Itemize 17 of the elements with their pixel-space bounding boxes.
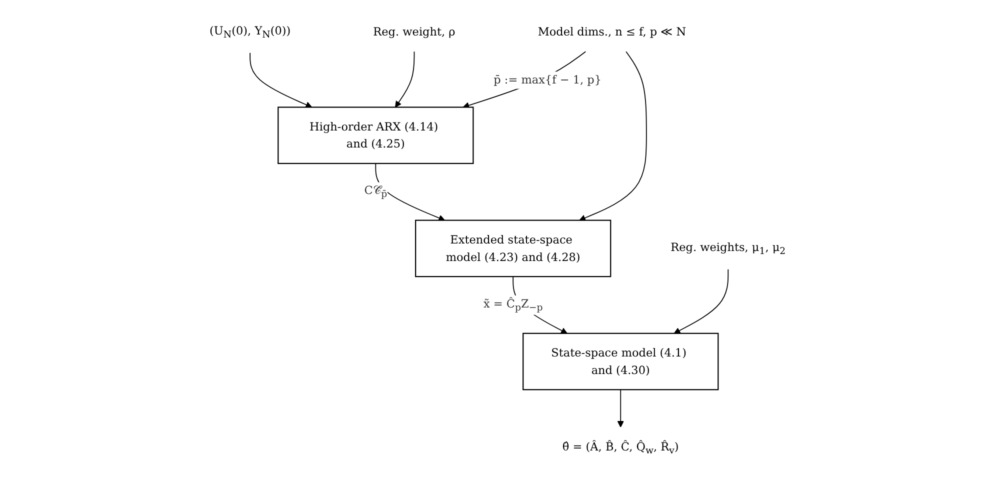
arrow xyxy=(394,51,415,108)
node-text: (U$_{N}$(0), Y$_{N}$(0)) xyxy=(209,24,291,40)
node-box: Extended state-space model (4.23) and (4.28) xyxy=(414,220,612,278)
node-box: High-order ARX (4.14) and (4.25) xyxy=(278,106,474,164)
arrow xyxy=(375,163,445,222)
arrow xyxy=(617,389,624,428)
edge-label: p̄ := max{f − 1, p} xyxy=(494,73,602,87)
edge-label: C𝒞̂$_{p̄}$ xyxy=(364,184,388,200)
node-text: θ̂ = (Â, B̂, Ĉ, Q̂$_{w}$, R̂$_{v}$) xyxy=(562,440,679,456)
edge-label: x̃ = Ĉ$_{p}$Z$_{−p}$ xyxy=(483,296,543,313)
arrow xyxy=(579,51,647,222)
node-text: Reg. weights, μ$_{1}$, μ$_{2}$ xyxy=(670,240,786,256)
node-box: State-space model (4.1) and (4.30) xyxy=(522,332,719,390)
node-text: Model dims., n ≤ f, p ≪ N xyxy=(538,24,686,38)
arrow xyxy=(250,52,312,108)
node-text: Reg. weight, ρ xyxy=(373,24,456,38)
arrow xyxy=(674,268,728,334)
